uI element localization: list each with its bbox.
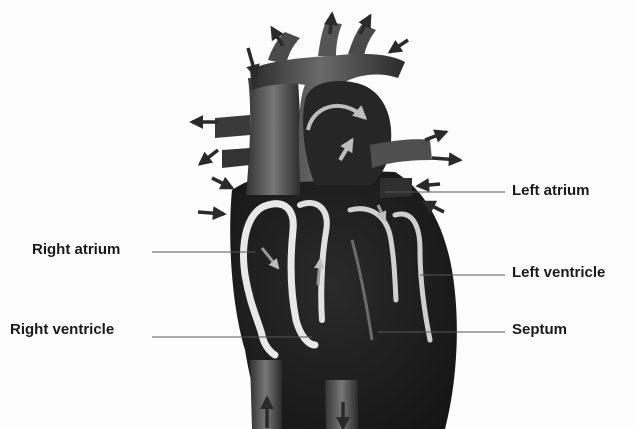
arrow-out-branch-2 [330,14,332,34]
pulmonary-vein-left-lower [380,178,412,198]
pulmonary-vein-left-upper [370,139,432,168]
label-left-atrium: Left atrium [512,182,590,200]
superior-vena-cava [246,78,301,195]
pulmonary-trunk [303,81,391,185]
arrow-out-pulm-left-upper [425,132,446,140]
pulmonary-vein-right-lower [222,148,250,168]
flow-arrow-right-ventricle [318,260,320,285]
arrow-out-pulm-left-lower [432,158,460,160]
arrow-out-pulm-right-lower [200,150,218,164]
pulmonary-vein-right-upper [215,115,250,138]
label-septum: Septum [512,321,567,339]
label-right-atrium: Right atrium [32,241,120,259]
arrow-in-pv-right-2 [198,212,224,214]
arrow-in-aorta [390,40,408,52]
arrow-in-pv-left-1 [418,184,440,186]
arrow-in-pv-right-1 [212,178,232,188]
label-right-ventricle: Right ventricle [10,321,114,339]
label-left-ventricle: Left ventricle [512,264,605,282]
